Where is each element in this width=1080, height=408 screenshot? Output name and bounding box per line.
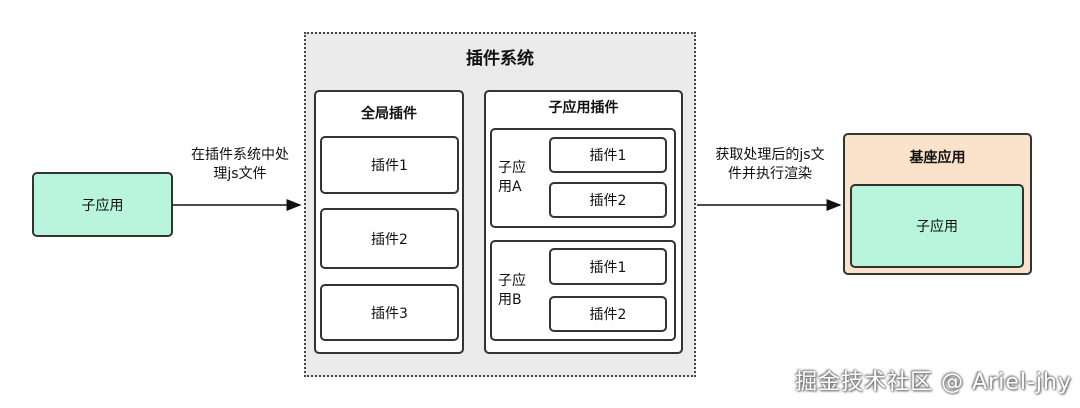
sub-app-b-label: 子应 用B — [498, 272, 538, 310]
sub-app-b-label-line2: 用B — [498, 292, 522, 308]
sub-app-a-plugin-1-label: 插件1 — [589, 148, 627, 164]
plugin-system-title: 插件系统 — [304, 44, 696, 69]
sub-app-node: 子应用 — [32, 172, 173, 237]
base-app-title: 基座应用 — [843, 146, 1032, 168]
plugin-system-title-text: 插件系统 — [466, 48, 534, 69]
sub-app-label: 子应用 — [81, 197, 124, 214]
base-app-inner-sub-app-label: 子应用 — [916, 219, 958, 235]
watermark-label: 掘金技术社区 @ Ariel-jhy — [795, 370, 1072, 395]
global-plugins-title: 全局插件 — [314, 102, 464, 124]
sub-app-a-plugin-2: 插件2 — [549, 182, 667, 218]
sub-app-b-plugin-2-label: 插件2 — [589, 307, 627, 323]
sub-app-a-label-line2: 用A — [498, 179, 522, 195]
global-plugin-1-label: 插件1 — [371, 158, 408, 174]
global-plugin-2: 插件2 — [320, 208, 459, 269]
right-edge-label-line1: 获取处理后的js文 — [715, 147, 825, 163]
right-edge-label: 获取处理后的js文 件并执行渲染 — [700, 146, 840, 184]
sub-app-b-label-line1: 子应 — [498, 273, 526, 289]
left-edge-label-line2: 理js文件 — [213, 166, 267, 182]
sub-app-a-plugin-1: 插件1 — [549, 137, 667, 173]
global-plugin-3-label: 插件3 — [371, 305, 408, 322]
sub-app-plugins-title: 子应用插件 — [484, 96, 683, 118]
sub-app-plugins-title-text: 子应用插件 — [548, 100, 619, 116]
base-app-inner-sub-app: 子应用 — [850, 184, 1024, 268]
left-edge-label: 在插件系统中处 理js文件 — [176, 146, 304, 184]
sub-app-b-plugin-2: 插件2 — [549, 296, 667, 332]
global-plugin-1: 插件1 — [320, 136, 459, 194]
sub-app-a-label: 子应 用A — [498, 159, 538, 197]
sub-app-b-plugin-1-label: 插件1 — [589, 259, 627, 276]
watermark-text: 掘金技术社区 @ Ariel-jhy — [772, 364, 1072, 396]
sub-app-a-plugin-2-label: 插件2 — [589, 193, 627, 209]
sub-app-a-label-line1: 子应 — [498, 160, 526, 176]
global-plugin-3: 插件3 — [320, 284, 459, 341]
global-plugin-2-label: 插件2 — [371, 231, 408, 248]
sub-app-b-plugin-1: 插件1 — [549, 248, 667, 285]
global-plugins-title-text: 全局插件 — [361, 106, 417, 122]
right-edge-label-line2: 件并执行渲染 — [728, 166, 812, 182]
base-app-title-text: 基座应用 — [909, 150, 966, 166]
left-edge-label-line1: 在插件系统中处 — [191, 147, 289, 163]
